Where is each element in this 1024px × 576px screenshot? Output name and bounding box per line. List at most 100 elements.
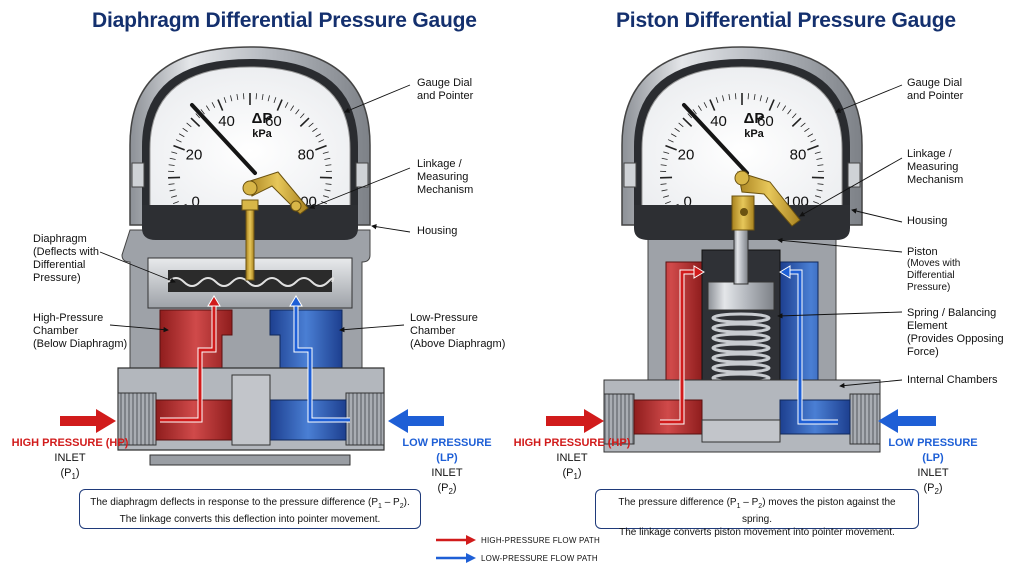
dial-tick (211, 102, 216, 108)
dial-tick (692, 109, 697, 115)
bezel-clamp-left (131, 162, 145, 188)
piston-head (707, 281, 775, 311)
dial-tick (170, 195, 177, 198)
dial-number: 0 (683, 193, 691, 210)
dial-tick (236, 93, 239, 101)
spring-coil (711, 312, 771, 324)
dial-number: 40 (710, 113, 727, 130)
dial-tick (284, 102, 289, 108)
leader-line (344, 84, 411, 113)
dial-tick (678, 122, 684, 128)
lp-inlet-arrow-shaft (896, 416, 936, 426)
linkage-pin (290, 200, 302, 212)
push-rod (245, 204, 255, 281)
dial-tick (315, 144, 327, 151)
spring-coil (711, 332, 771, 344)
dial-tick (687, 113, 693, 119)
legend-hp: HIGH-PRESSURE FLOW PATH (481, 536, 600, 545)
spring-coil (711, 362, 771, 374)
dial-tick (223, 97, 227, 104)
dial-number: 60 (265, 113, 282, 130)
leader-line (339, 324, 405, 333)
piston-rod (733, 229, 749, 285)
dial-tick (791, 113, 797, 119)
dial-tick (703, 102, 708, 108)
dial-tick (662, 195, 669, 198)
dial-tick (261, 93, 264, 101)
legend-lp-arrowhead (466, 553, 476, 563)
center-web (701, 419, 781, 443)
leader-line (99, 251, 176, 283)
hp-inlet-arrow-head (584, 409, 604, 433)
dial-symbol: ΔP (744, 110, 765, 127)
lp-flow-path (784, 270, 838, 424)
dial-tick (817, 183, 824, 185)
legend-lp: LOW-PRESSURE FLOW PATH (481, 554, 598, 563)
dial-tick (814, 151, 821, 154)
leader-line (851, 208, 903, 223)
dial-tick (807, 133, 814, 138)
hp-flow-path (160, 303, 216, 422)
pointer (682, 103, 749, 175)
dial-tick (324, 189, 331, 192)
dial-tick (661, 189, 668, 192)
hp-port-thread (117, 392, 157, 446)
label-housing-left: Housing (417, 225, 458, 237)
linkage-pin (740, 208, 748, 216)
lp-port-channel (779, 399, 851, 435)
dial-tick (817, 164, 824, 166)
dial-tick (665, 144, 677, 151)
leader-line (777, 311, 903, 319)
dial-number: 80 (298, 146, 315, 163)
label-housing-right: Housing (907, 215, 948, 227)
spring-coil (711, 352, 771, 364)
hp-flow-arrowhead (207, 295, 221, 307)
lp-inlet-arrow-head (388, 409, 408, 433)
dial-tick (324, 157, 331, 160)
linkage-pivot (734, 170, 750, 186)
dial-tick (186, 122, 192, 128)
dial-tick (190, 117, 201, 127)
dial-tick (168, 183, 175, 185)
dial-tick (173, 201, 179, 204)
dial-tick (325, 164, 332, 166)
dial-number: 80 (790, 146, 807, 163)
lp-inlet-arrow-shaft (406, 416, 444, 426)
dial-tick (315, 133, 322, 138)
dial-tick (308, 122, 314, 128)
linkage-arm (737, 171, 801, 227)
dial-tick (660, 164, 667, 166)
left-title: Diaphragm Differential Pressure Gauge (92, 9, 477, 32)
dial-number: 0 (191, 193, 199, 210)
leader-line (109, 324, 169, 333)
bezel-clamp-right (847, 162, 861, 188)
leader-line (839, 379, 903, 389)
dial-face (641, 66, 843, 208)
dial-tick (816, 157, 823, 160)
dial-tick (753, 93, 756, 101)
right-title: Piston Differential Pressure Gauge (616, 9, 956, 32)
dial-tick (722, 95, 725, 102)
dial-tick (168, 164, 175, 166)
dial-tick (661, 157, 668, 160)
dial-tick (682, 117, 693, 127)
dial-tick (171, 151, 178, 154)
dial-tick (807, 144, 819, 151)
leader-line (799, 157, 903, 217)
dial-tick (663, 151, 670, 154)
dial-tick (804, 127, 810, 132)
legend-hp-arrowhead (466, 535, 476, 545)
hp-port-channel (633, 399, 703, 435)
dial-tick (290, 105, 295, 111)
dial-tick (295, 109, 300, 115)
dial-tick (273, 97, 277, 104)
hp-inlet-arrow-shaft (546, 416, 586, 426)
